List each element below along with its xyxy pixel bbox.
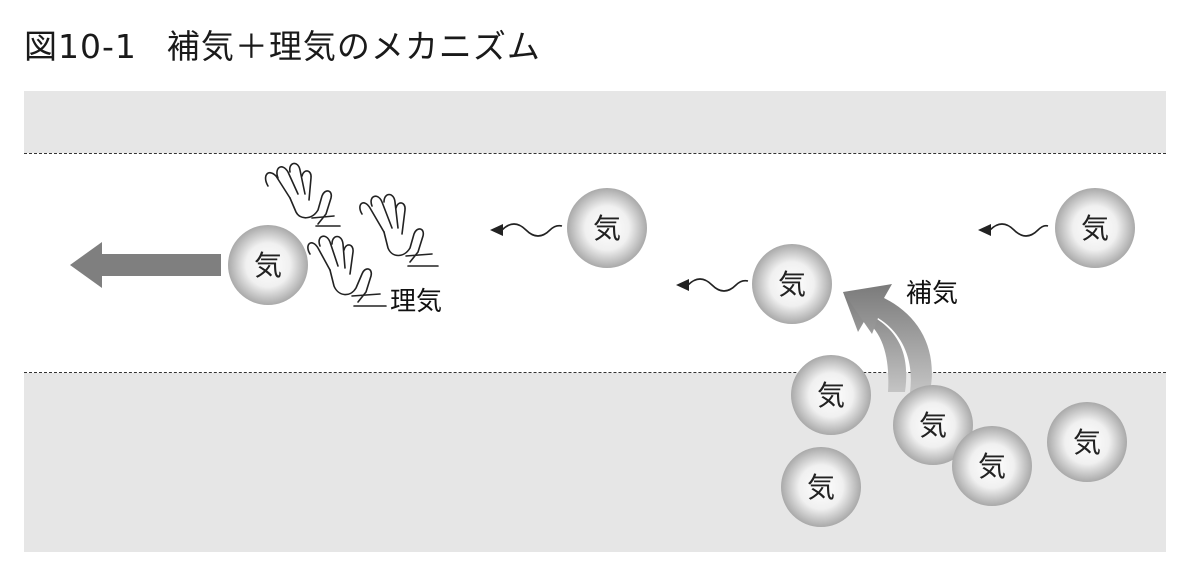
ho-ki-label: 補気 [906,279,958,309]
upper-band [24,91,1166,153]
figure-title-text: 補気＋理気のメカニズム [166,27,541,66]
qi-ball-main: 気 [228,225,308,305]
motion-arrow [978,223,1049,237]
qi-ball: 気 [791,355,871,435]
qi-ball: 気 [893,385,973,465]
qi-ball: 気 [952,426,1032,506]
qi-ball: 気 [752,244,832,324]
lower-dashed-line [24,372,1166,373]
motion-arrow [490,223,563,237]
figure-title: 図10-1 補気＋理気のメカニズム [24,20,541,68]
qi-ball-label: 気 [593,212,621,245]
qi-ball-label: 気 [919,409,947,442]
figure-number: 図10-1 [24,27,137,66]
qi-ball-label: 気 [807,471,835,504]
outflow-arrow [70,242,221,288]
qi-ball: 気 [1047,402,1127,482]
qi-ball: 気 [567,188,647,268]
qi-ball-label: 気 [1081,212,1109,245]
tonify-arrow [843,284,932,392]
upper-dashed-line [24,153,1166,154]
qi-ball-label: 気 [254,249,282,282]
motion-arrow [676,278,749,292]
hand-icon [264,162,341,227]
qi-ball-label: 気 [778,268,806,301]
qi-ball-label: 気 [978,450,1006,483]
qi-ball: 気 [1055,188,1135,268]
hand-icon [359,193,439,267]
ri-ki-label: 理気 [390,287,442,317]
qi-ball-label: 気 [1073,426,1101,459]
hand-icon [307,235,387,307]
qi-ball: 気 [781,447,861,527]
qi-ball-label: 気 [817,379,845,412]
